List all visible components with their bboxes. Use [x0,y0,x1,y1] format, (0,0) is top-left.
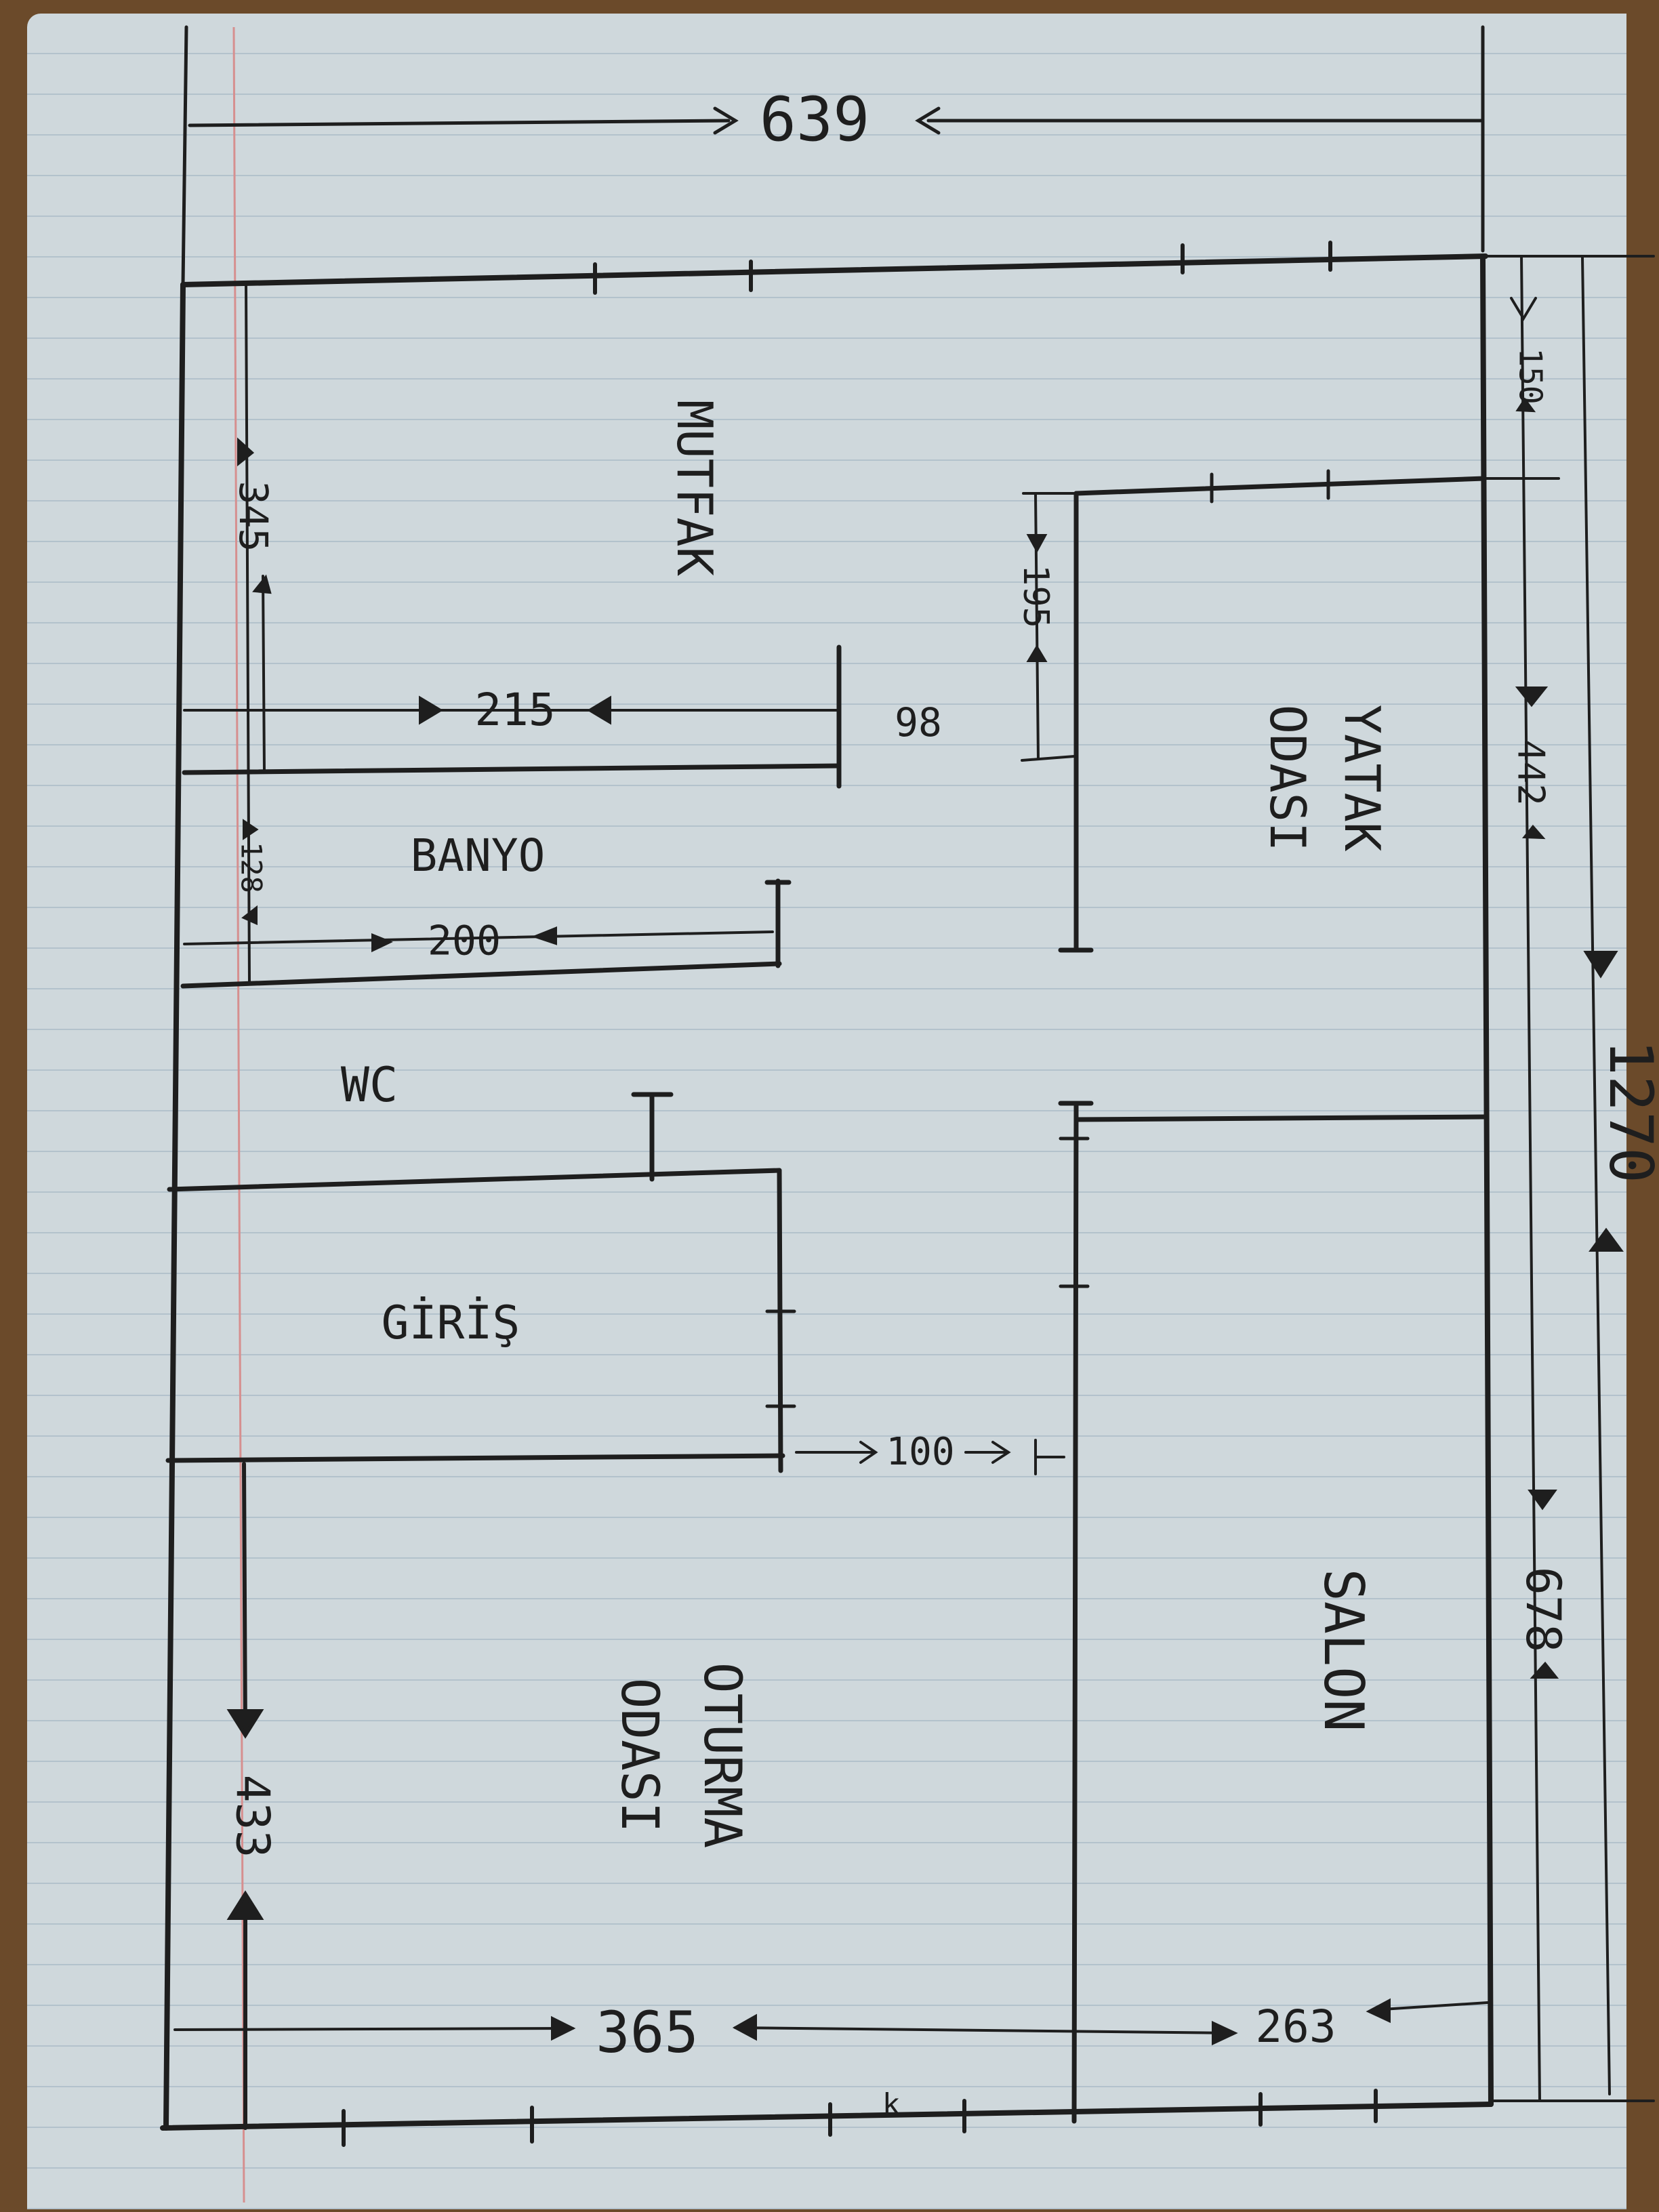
left-dimension-line [237,283,272,984]
room-label-yatak-line2: ODASI [1259,705,1316,852]
room-label-mutfak: MUTFAK [666,400,723,577]
yatak-195-dim [1021,492,1079,762]
salon-walls [1058,1101,1487,2124]
dim-right-top: 150 [1513,348,1549,404]
wc-giris-walls [165,1092,785,1473]
room-label-yatak-line1: YATAK [1334,705,1391,852]
room-label-oturma-line1: OTURMA [693,1662,753,1849]
mutfak-banyo-walls [180,644,842,989]
dim-banyo-depth: 128 [235,842,268,893]
dim-overall-width: 639 [760,84,870,155]
room-label-oturma-line2: ODASI [610,1678,670,1833]
salon-ticks [1059,1136,1090,1288]
dim-oturma-width: 365 [596,1999,699,2066]
dim-counter: 98 [895,699,942,745]
room-label-giris: GİRİŞ [382,1296,520,1350]
oturma-depth-dim [226,1462,264,2130]
yatak-walls [1058,476,1487,953]
right-dimension-lines [1483,255,1655,2102]
dim-banyo-width: 200 [428,918,501,965]
dim-mutfak-width: 215 [474,684,555,736]
yatak-ticks [1210,469,1330,504]
outer-wall-ticks [342,241,1378,2147]
room-label-banyo: BANYO [411,830,546,882]
dim-right-bottom: 678 [1515,1567,1571,1652]
outer-walls [160,253,1494,2131]
mark-k: k [882,2087,901,2122]
room-label-wc: WC [341,1057,398,1113]
dim-salon-width: 263 [1255,2001,1336,2053]
dim-mutfak-depth: 345 [230,481,276,552]
dim-oturma-depth: 433 [225,1775,279,1858]
margin-rule [232,26,245,2203]
dim-overall-length: 1270 [1596,1040,1659,1183]
mutfak-banyo-dims [183,695,840,953]
corridor-dimension [795,1439,1065,1475]
bottom-dims [173,1998,1489,2046]
dim-yatak-wall: 195 [1015,565,1056,628]
room-label-salon: SALON [1312,1569,1375,1732]
width-dimension [181,25,1485,287]
dim-right-mid: 442 [1509,739,1552,806]
notebook-page [27,14,1626,2209]
dim-corridor: 100 [886,1430,954,1474]
giris-ticks [765,1309,796,1408]
